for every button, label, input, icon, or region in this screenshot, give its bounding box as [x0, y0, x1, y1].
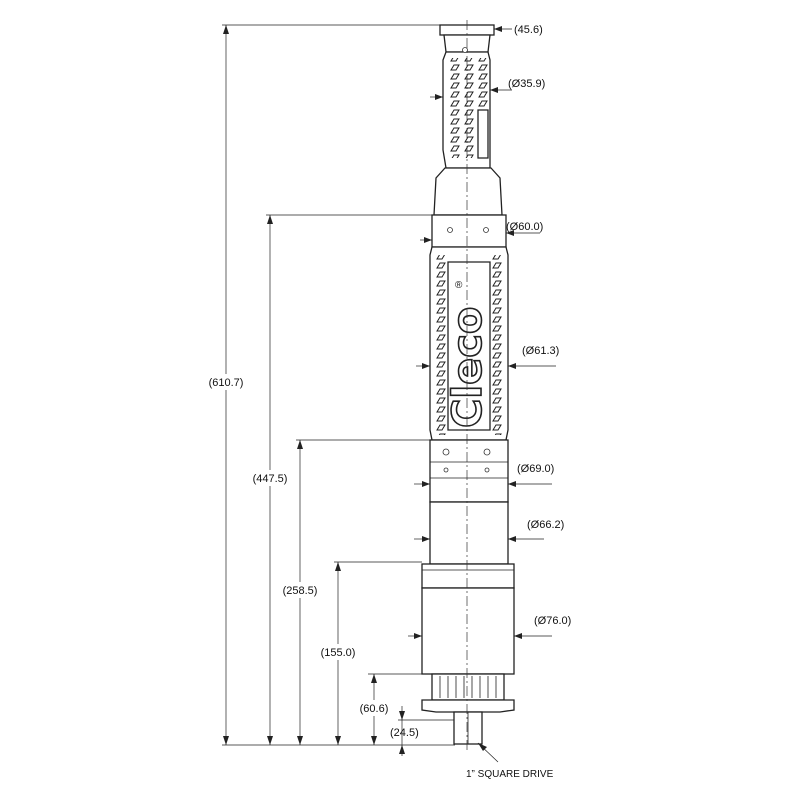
label-bg-155: [316, 644, 360, 660]
arrow-60-bottom: [371, 736, 377, 745]
grip-screw: [462, 47, 468, 53]
collar-upper: [431, 214, 507, 248]
motor-knurl-right: [492, 255, 506, 435]
dim-label-69: (Ø69.0): [517, 463, 554, 475]
dim-label-60: (60.6): [360, 703, 389, 715]
dim-label-61: (Ø61.3): [522, 345, 559, 357]
dim-label-24: (24.5): [390, 727, 419, 739]
arrow-35a: [435, 94, 443, 100]
arrow-447-top: [267, 215, 273, 224]
gear-hole-b: [483, 448, 491, 456]
arrow-610-top: [223, 25, 229, 34]
arrow-35b: [490, 87, 498, 93]
drive-leader-arrow: [478, 743, 487, 751]
diameter-dimensions: (45.6) (Ø35.9) (Ø60.0) (Ø61.3) (Ø69.0) (…: [408, 24, 571, 639]
label-bg-447: [248, 470, 292, 486]
dim-label-447: (447.5): [253, 473, 288, 485]
arrow-155-bottom: [335, 736, 341, 745]
mid-section: [429, 501, 509, 565]
collar-hole-right: [483, 227, 489, 233]
arrow-66b: [508, 536, 516, 542]
lower-housing: [421, 587, 515, 675]
reaction-plate: [421, 699, 515, 713]
spline-teeth: [439, 676, 497, 698]
dim-label-60dia: (Ø60.0): [506, 221, 543, 233]
arrow-76a: [414, 633, 422, 639]
dim-label-155: (155.0): [321, 647, 356, 659]
label-bg-60: [352, 700, 396, 716]
arrow-61a: [422, 363, 430, 369]
drive-note: 1” SQUARE DRIVE: [466, 742, 554, 780]
dim-label-45: (45.6): [514, 24, 543, 36]
arrow-258-top: [297, 440, 303, 449]
arrow-155-top: [335, 562, 341, 571]
arrow-61b: [508, 363, 516, 369]
arrow-76b: [514, 633, 522, 639]
logo-mark: ®: [455, 280, 463, 291]
vertical-dimensions: (610.7) (447.5) (258.5) (155.0) (60.6): [204, 24, 455, 756]
spline-ring: [431, 673, 505, 701]
band-ring: [421, 563, 515, 589]
tool-body: Cleco ®: [421, 24, 515, 745]
arrow-24-top: [399, 711, 405, 720]
arrow-60b: [506, 230, 514, 236]
arrow-60a: [424, 237, 432, 243]
arrow-69a: [422, 481, 430, 487]
label-bg-258: [278, 582, 322, 598]
motor-knurl-left: [434, 255, 448, 435]
arrow-45: [494, 26, 502, 32]
dim-label-258: (258.5): [283, 585, 318, 597]
gear-head: [429, 439, 509, 503]
logo-panel: [447, 261, 491, 431]
arrow-258-bottom: [297, 736, 303, 745]
grip-clip: [477, 109, 489, 159]
gear-hole-a: [442, 448, 450, 456]
arrow-60-top: [371, 674, 377, 683]
lower-neck: [433, 167, 503, 216]
arrow-66a: [422, 536, 430, 542]
arrow-447-bottom: [267, 736, 273, 745]
arrow-24-bottom: [399, 745, 405, 754]
arrow-610-bottom: [223, 736, 229, 745]
label-bg-610: [204, 374, 248, 390]
dim-label-66: (Ø66.2): [527, 519, 564, 531]
dim-label-76: (Ø76.0): [534, 615, 571, 627]
dim-label-610: (610.7): [209, 377, 244, 389]
gear-hole-c: [443, 467, 449, 473]
gear-hole-d: [484, 467, 490, 473]
collar-hole-left: [447, 227, 453, 233]
dim-label-35: (Ø35.9): [508, 78, 545, 90]
drive-label: 1” SQUARE DRIVE: [466, 769, 554, 780]
logo-text: Cleco: [445, 307, 491, 428]
arrow-69b: [508, 481, 516, 487]
